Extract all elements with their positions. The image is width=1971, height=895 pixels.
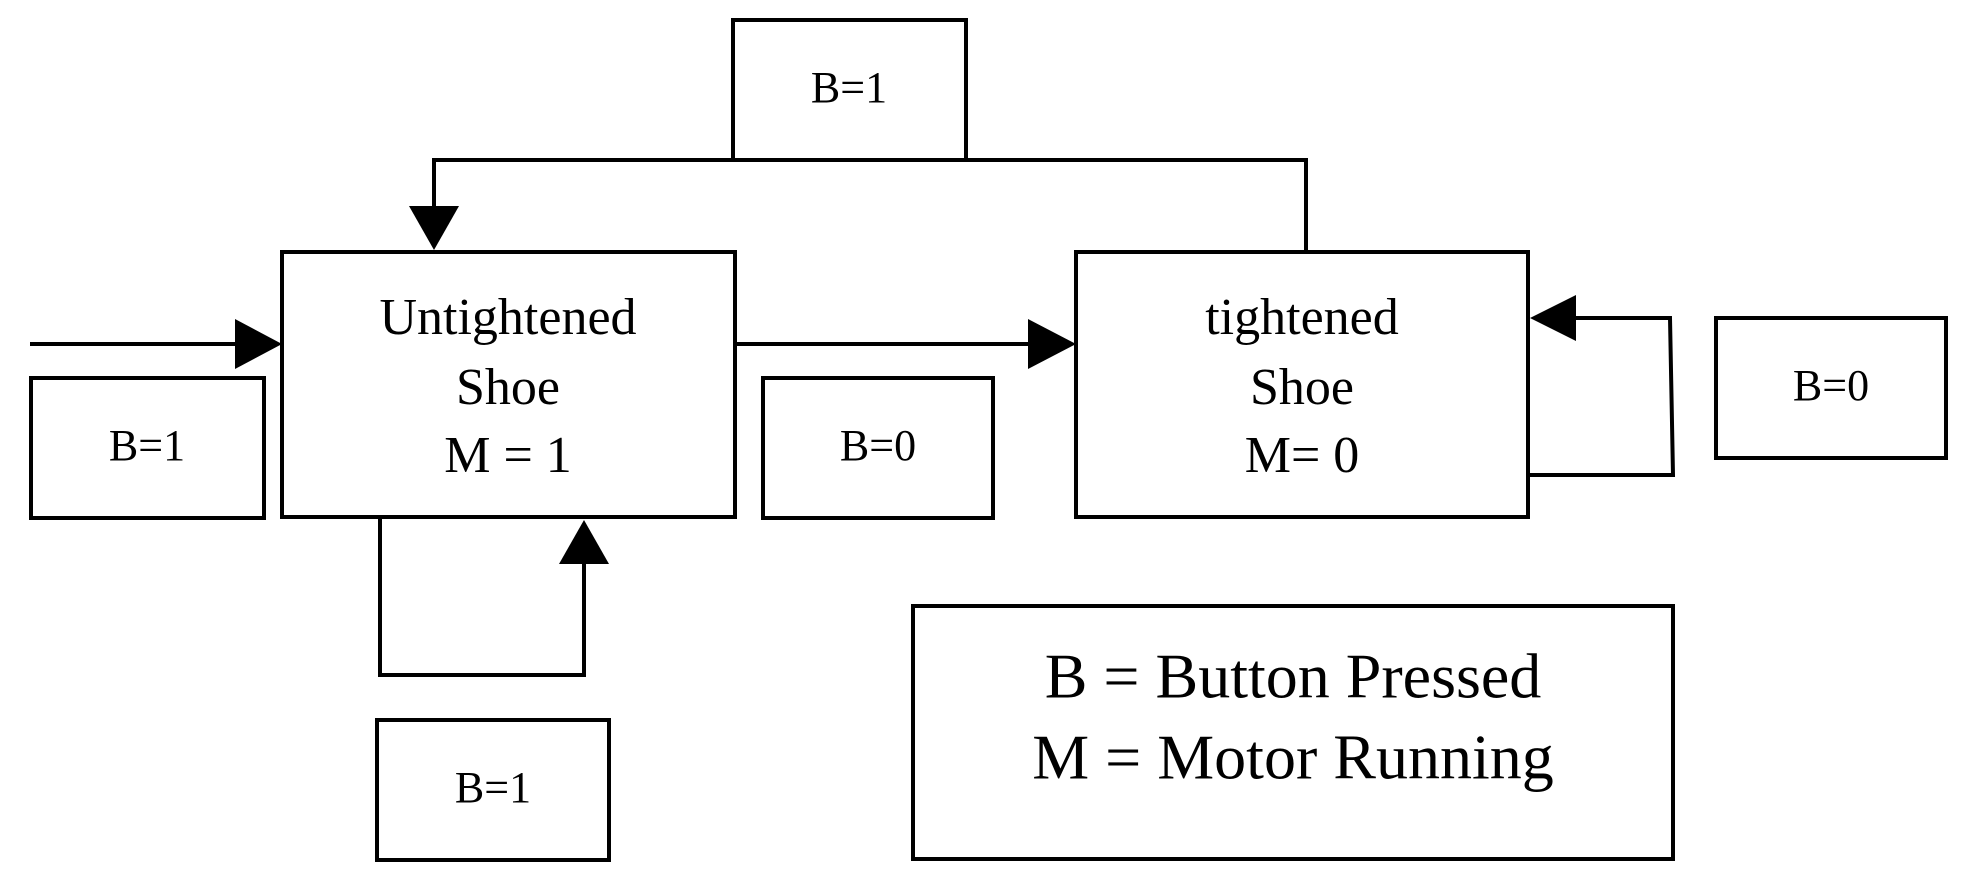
untightened-self-loop-line bbox=[378, 517, 586, 677]
tightened-self-loop-arrowhead bbox=[1530, 295, 1576, 341]
transition-label-tightened-self: B=0 bbox=[1714, 316, 1948, 460]
transition-label-return: B=1 bbox=[731, 18, 968, 162]
untightened-self-loop-arrowhead bbox=[559, 520, 609, 564]
legend: B = Button Pressed M = Motor Running bbox=[911, 604, 1675, 861]
transition-label-untightened-self-text: B=1 bbox=[455, 763, 531, 812]
legend-line1: B = Button Pressed bbox=[1045, 641, 1542, 712]
return-arrow-line bbox=[432, 158, 1308, 250]
state-tightened-line3: M= 0 bbox=[1245, 427, 1360, 484]
transition-label-untightened-self: B=1 bbox=[375, 718, 611, 862]
tightened-self-loop-line bbox=[1528, 316, 1676, 477]
state-untightened-line1: Untightened bbox=[379, 289, 636, 346]
transition-label-forward: B=0 bbox=[761, 376, 995, 520]
state-tightened: tightened Shoe M= 0 bbox=[1074, 250, 1530, 519]
entry-arrowhead bbox=[235, 319, 282, 369]
transition-label-forward-text: B=0 bbox=[840, 421, 916, 470]
state-untightened-line3: M = 1 bbox=[444, 427, 572, 484]
state-tightened-line1: tightened bbox=[1205, 289, 1399, 346]
state-tightened-line2: Shoe bbox=[1250, 359, 1354, 416]
transition-label-entry-text: B=1 bbox=[109, 421, 185, 470]
transition-label-tightened-self-text: B=0 bbox=[1793, 361, 1869, 410]
transition-label-entry: B=1 bbox=[29, 376, 266, 520]
forward-arrowhead bbox=[1028, 319, 1076, 369]
state-untightened: Untightened Shoe M = 1 bbox=[280, 250, 737, 519]
transition-label-return-text: B=1 bbox=[811, 63, 887, 112]
return-arrowhead bbox=[409, 206, 459, 250]
state-untightened-line2: Shoe bbox=[456, 359, 560, 416]
legend-line2: M = Motor Running bbox=[1032, 722, 1553, 793]
